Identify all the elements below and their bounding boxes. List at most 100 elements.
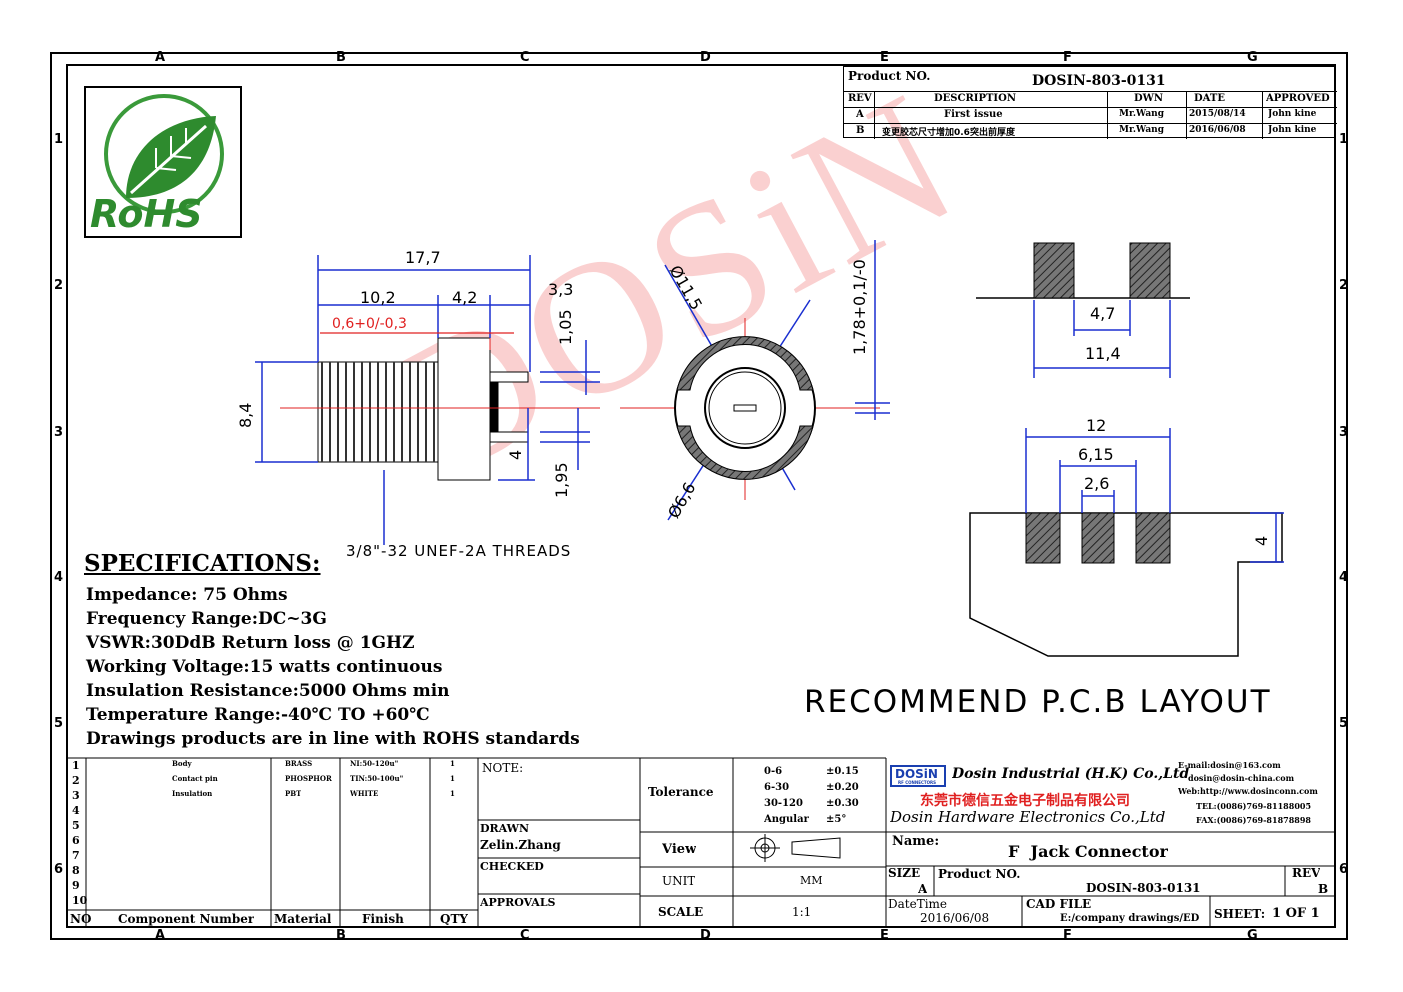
bom-header-material: Material: [274, 912, 332, 926]
company-badge-sub: RF CONNECTORS: [898, 780, 936, 785]
bom-row-no: 6: [72, 834, 80, 847]
tolerance-label: Tolerance: [648, 785, 714, 799]
bom-row-component: Insulation: [172, 789, 213, 798]
rohs-logo: RoHS: [84, 86, 242, 238]
rev-b: B: [856, 125, 865, 136]
bom-row-qty: 1: [450, 774, 455, 783]
company-fax: FAX:(0086)769-81878898: [1196, 815, 1311, 825]
approvals-label: APPROVALS: [480, 896, 556, 909]
rev-b-approved: John kine: [1268, 125, 1317, 135]
scale-value: 1:1: [792, 905, 812, 919]
dim-0-6: 0,6+0/-0,3: [332, 316, 407, 332]
dim-1-78: 1,78+0,1/-0: [850, 259, 869, 355]
zone-column-e-top: E: [880, 50, 889, 65]
company-name-en: Dosin Industrial (H.K) Co.,Ltd: [952, 766, 1190, 782]
description-header: DESCRIPTION: [934, 93, 1016, 104]
drawn-label: DRAWN: [480, 822, 530, 835]
tolerance-range: Angular: [764, 814, 809, 825]
zone-row-3-right: 3: [1339, 425, 1349, 440]
spec-line: Frequency Range:DC~3G: [86, 609, 327, 629]
bom-row-material: BRASS: [285, 759, 313, 768]
drawing-border-outer: [50, 52, 1348, 940]
view-label: View: [662, 842, 697, 857]
spec-line: Drawings products are in line with ROHS …: [86, 729, 580, 749]
zone-row-3-left: 3: [54, 425, 64, 440]
bom-row-no: 8: [72, 864, 80, 877]
bom-row-component: Body: [172, 759, 192, 768]
side-view: [317, 337, 529, 481]
tolerance-tol: ±0.15: [826, 766, 859, 777]
tolerance-range: 0-6: [764, 766, 783, 777]
spec-line: Insulation Resistance:5000 Ohms min: [86, 681, 450, 701]
zone-column-b-top: B: [336, 50, 346, 65]
bom-row-no: 1: [72, 759, 80, 772]
zone-row-5-right: 5: [1339, 716, 1349, 731]
zone-row-2-right: 2: [1339, 278, 1349, 293]
zone-column-f-bottom: F: [1063, 928, 1072, 943]
bom-row-no: 5: [72, 819, 80, 832]
rev-b-dwn: Mr.Wang: [1119, 125, 1165, 135]
bom-header-component: Component Number: [118, 912, 255, 926]
product-no-value: DOSIN-803-0131: [1032, 73, 1166, 89]
note-label: NOTE:: [482, 761, 524, 775]
size-value: A: [918, 882, 928, 896]
dim-4-7: 4,7: [1090, 304, 1116, 323]
zone-row-4-left: 4: [54, 570, 64, 585]
zone-row-1-left: 1: [54, 132, 64, 147]
bom-row-no: 9: [72, 879, 80, 892]
dim-4-2: 4,2: [452, 288, 478, 307]
rev-a-dwn: Mr.Wang: [1119, 109, 1165, 119]
company-badge: DOSiN RF CONNECTORS: [890, 765, 946, 787]
approved-header: APPROVED: [1266, 93, 1330, 104]
rev-b-desc: 变更胶芯尺寸增加0.6突出前厚度: [882, 128, 1015, 138]
company-name-cn: 东莞市德信五金电子制品有限公司: [920, 793, 1130, 809]
rev-header: REV: [848, 93, 872, 104]
cad-value: E:/company drawings/ED: [1060, 913, 1200, 924]
dim-4: 4: [506, 449, 525, 460]
specifications-title: SPECIFICATIONS:: [84, 550, 321, 577]
unit-label: UNIT: [662, 874, 696, 888]
spec-line: Temperature Range:-40℃ TO +60℃: [86, 705, 430, 725]
bom-row-finish: WHITE: [350, 789, 379, 798]
dim-1-05: 1,05: [556, 309, 575, 345]
rev-value: B: [1318, 882, 1329, 896]
spec-line: Impedance: 75 Ohms: [86, 585, 288, 605]
zone-column-d-bottom: D: [700, 928, 711, 943]
tolerance-range: 30-120: [764, 798, 803, 809]
tolerance-tol: ±5°: [826, 814, 847, 825]
zone-row-6-right: 6: [1339, 862, 1349, 877]
rev-a-date: 2015/08/14: [1189, 109, 1246, 119]
rev-label: REV: [1292, 866, 1321, 880]
sheet-label: SHEET:: [1214, 907, 1266, 921]
zone-column-c-top: C: [520, 50, 530, 65]
bom-row-qty: 1: [450, 789, 455, 798]
bom-row-finish: TIN:50-100u": [350, 774, 404, 783]
scale-label: SCALE: [658, 905, 704, 919]
zone-column-f-top: F: [1063, 50, 1072, 65]
date-header: DATE: [1194, 93, 1225, 104]
name-value: F Jack Connector: [1008, 842, 1168, 861]
pcb-section-dims: [1025, 428, 1284, 563]
bom-row-material: PHOSPHOR: [285, 774, 332, 783]
company-email2: dosin@dosin-china.com: [1188, 773, 1295, 783]
product-no-label: Product NO.: [848, 69, 931, 83]
tolerance-tol: ±0.30: [826, 798, 859, 809]
bom-header-finish: Finish: [362, 912, 404, 926]
revision-table: Product NO. DOSIN-803-0131 REV DESCRIPTI…: [843, 66, 1337, 139]
zone-column-c-bottom: C: [520, 928, 530, 943]
company-tel: TEL:(0086)769-81188005: [1196, 801, 1312, 811]
bom-header-qty: QTY: [440, 912, 468, 926]
unit-value: MM: [800, 874, 823, 887]
tolerance-range: 6-30: [764, 782, 790, 793]
checked-label: CHECKED: [480, 860, 544, 873]
company-email: E-mail:dosin@163.com: [1178, 760, 1281, 770]
dim-6-15: 6,15: [1078, 445, 1114, 464]
company-web: Web:http://www.dosinconn.com: [1178, 786, 1318, 796]
sheet-value: 1 OF 1: [1272, 906, 1320, 921]
product-value: DOSIN-803-0131: [1086, 881, 1201, 895]
zone-column-d-top: D: [700, 50, 711, 65]
bom-row-no: 10: [72, 894, 88, 907]
tolerance-tol: ±0.20: [826, 782, 859, 793]
dim-12: 12: [1086, 416, 1107, 435]
size-label: SIZE: [888, 866, 921, 880]
